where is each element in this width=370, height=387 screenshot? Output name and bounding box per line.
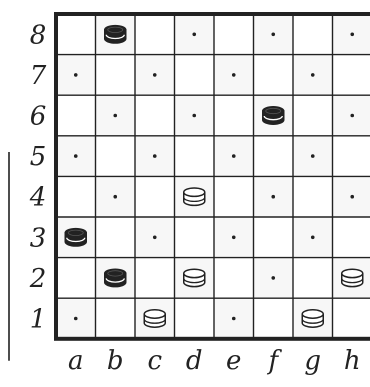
dark-square-dot — [74, 73, 78, 77]
file-label-a: a — [68, 346, 84, 376]
square-f5 — [254, 136, 294, 177]
black-checker-piece-b2[interactable] — [105, 269, 126, 286]
square-c6 — [135, 95, 175, 136]
dark-square-dot — [350, 114, 354, 118]
square-g2 — [293, 258, 333, 299]
dark-square-dot — [350, 33, 354, 37]
rank-label-2: 2 — [29, 264, 47, 294]
square-a6 — [56, 95, 96, 136]
square-b1 — [96, 298, 136, 339]
square-c2 — [135, 258, 175, 299]
black-checker-piece-f6[interactable] — [263, 107, 284, 124]
square-c8 — [135, 14, 175, 55]
file-label-c: c — [147, 346, 162, 376]
file-label-f: f — [266, 346, 282, 376]
square-e4 — [214, 176, 254, 217]
square-f7 — [254, 55, 294, 96]
dark-square-dot — [113, 114, 117, 118]
black-checker-piece-a3[interactable] — [65, 229, 86, 246]
square-b5 — [96, 136, 136, 177]
rank-label-5: 5 — [30, 142, 47, 172]
dark-square-dot — [232, 154, 236, 158]
dark-square-dot — [192, 33, 196, 37]
rank-label-1: 1 — [30, 305, 47, 335]
file-label-b: b — [107, 346, 124, 376]
square-f1 — [254, 298, 294, 339]
dark-square-dot — [74, 317, 78, 321]
black-checker-piece-b8[interactable] — [105, 26, 126, 43]
dark-square-dot — [311, 236, 315, 240]
square-g4 — [293, 176, 333, 217]
dark-square-dot — [271, 33, 275, 37]
dark-square-dot — [350, 195, 354, 199]
dark-square-dot — [153, 73, 157, 77]
dark-square-dot — [311, 73, 315, 77]
dark-square-dot — [232, 236, 236, 240]
white-checker-piece-d4[interactable] — [184, 188, 205, 205]
rank-label-6: 6 — [30, 102, 47, 132]
square-d5 — [175, 136, 215, 177]
square-d7 — [175, 55, 215, 96]
square-h5 — [333, 136, 370, 177]
square-g6 — [293, 95, 333, 136]
dark-square-dot — [311, 154, 315, 158]
square-d3 — [175, 217, 215, 258]
dark-square-dot — [74, 154, 78, 158]
square-f3 — [254, 217, 294, 258]
file-label-e: e — [226, 346, 241, 376]
dark-square-dot — [113, 195, 117, 199]
rank-label-7: 7 — [30, 61, 47, 91]
white-checker-piece-g1[interactable] — [302, 310, 323, 327]
square-e2 — [214, 258, 254, 299]
square-b7 — [96, 55, 136, 96]
file-label-h: h — [344, 346, 361, 376]
dark-square-dot — [153, 154, 157, 158]
white-checker-piece-d2[interactable] — [184, 269, 205, 286]
dark-square-dot — [271, 276, 275, 280]
dark-square-dot — [271, 195, 275, 199]
square-a4 — [56, 176, 96, 217]
square-h3 — [333, 217, 370, 258]
rank-labels: 8 7 6 5 4 3 2 1 — [29, 20, 47, 334]
dark-square-dot — [153, 236, 157, 240]
file-label-d: d — [186, 346, 203, 376]
rank-label-3: 3 — [30, 223, 47, 253]
rank-label-4: 4 — [29, 183, 47, 213]
square-d1 — [175, 298, 215, 339]
file-label-g: g — [304, 346, 321, 376]
dark-square-dot — [192, 114, 196, 118]
square-h1 — [333, 298, 370, 339]
square-b3 — [96, 217, 136, 258]
square-a2 — [56, 258, 96, 299]
square-c4 — [135, 176, 175, 217]
dark-square-dot — [232, 73, 236, 77]
square-g8 — [293, 14, 333, 55]
white-checker-piece-h2[interactable] — [342, 269, 363, 286]
square-e8 — [214, 14, 254, 55]
square-e6 — [214, 95, 254, 136]
rank-label-8: 8 — [30, 20, 47, 50]
square-h7 — [333, 55, 370, 96]
dark-square-dot — [232, 317, 236, 321]
white-checker-piece-c1[interactable] — [144, 310, 165, 327]
square-a8 — [56, 14, 96, 55]
